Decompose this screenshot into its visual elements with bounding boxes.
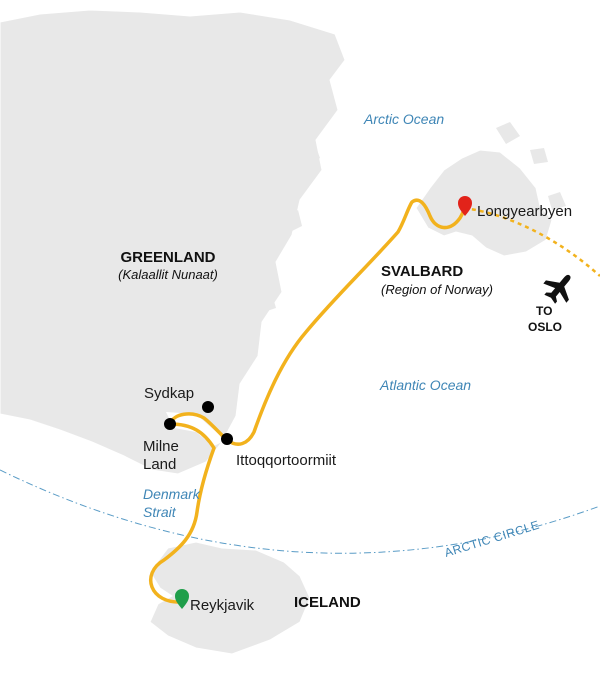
sydkap-label: Sydkap (144, 385, 194, 402)
arctic-circle-line (0, 469, 600, 554)
milne-land-stop-marker (164, 418, 176, 430)
greenland-coast-detail (262, 142, 320, 312)
longyearbyen-label: Longyearbyen (477, 203, 572, 220)
atlantic-ocean-label: Atlantic Ocean (379, 377, 471, 393)
svalbard-label: SVALBARD (381, 263, 463, 280)
sydkap-stop-marker (202, 401, 214, 413)
denmark-strait-label-line1: Denmark (143, 486, 201, 502)
flight-label-line2: OSLO (528, 320, 562, 334)
reykjavik-label: Reykjavik (190, 597, 255, 614)
ittoqqortoormiit-label: Ittoqqortoormiit (236, 452, 337, 469)
svalbard-sub-name: (Region of Norway) (381, 282, 493, 297)
flight-label-line1: TO (536, 304, 552, 318)
iceland-label: ICELAND (294, 594, 361, 611)
airplane-icon (543, 274, 571, 304)
svalbard-landmass (415, 149, 553, 257)
svalbard-islands (496, 122, 566, 210)
longyearbyen-end-marker (458, 196, 472, 216)
greenland-local-name: (Kalaallit Nunaat) (118, 267, 218, 282)
milne-land-label-line1: Milne (143, 438, 179, 455)
greenland-label: GREENLAND (120, 249, 215, 266)
arctic-ocean-label: Arctic Ocean (363, 111, 444, 127)
ittoqqortoormiit-stop-marker (221, 433, 233, 445)
cruise-route (149, 198, 466, 604)
reykjavik-start-marker (175, 589, 189, 609)
greenland-landmass (0, 9, 346, 475)
denmark-strait-label-line2: Strait (143, 504, 177, 520)
milne-land-label-line2: Land (143, 456, 176, 473)
flight-route (463, 206, 600, 277)
iceland-landmass (149, 541, 311, 655)
